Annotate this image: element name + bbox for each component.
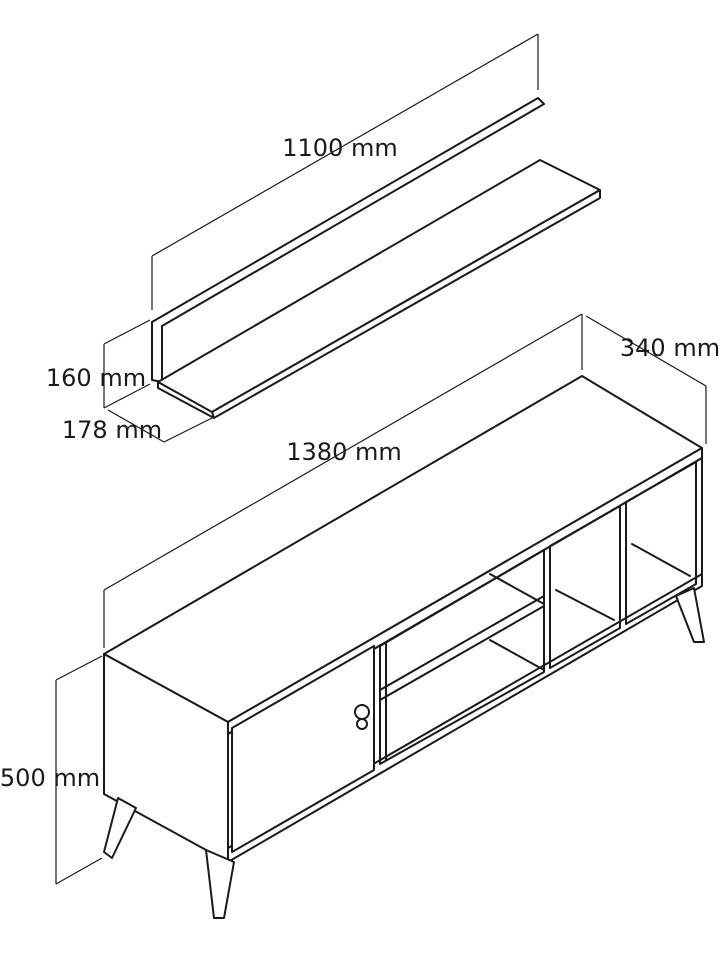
shelf-bottom-edge [211,189,601,419]
shelf-depth-dimension [107,409,213,443]
open-compartment-right [625,461,697,625]
leg-front-left [103,797,137,859]
shelf-height-label: 160 mm [46,364,146,392]
leg-back-right [675,587,705,643]
open-compartment-middle [549,505,621,669]
shelf-edge-front [157,387,215,419]
cabinet-width-label: 1380 mm [286,438,401,466]
open-compartment-left [379,549,545,765]
cabinet-height-dimension [55,655,103,885]
shelf-back-panel [151,97,545,383]
shelf-width-label: 1100 mm [282,134,397,162]
door-handle-icon [354,704,370,730]
shelf-height-dimension [103,319,151,409]
wall-shelf [151,97,601,419]
cabinet-depth-dimension [585,315,707,444]
cabinet-door [231,645,375,853]
shelf-depth-label: 178 mm [62,416,162,444]
cabinet-height-label: 500 mm [0,764,100,792]
leg-front-middle [205,849,235,919]
shelf-width-dimension [151,33,539,310]
cabinet-width-dimension [103,313,583,648]
tv-cabinet [103,375,705,919]
cabinet-depth-label: 340 mm [620,334,720,362]
